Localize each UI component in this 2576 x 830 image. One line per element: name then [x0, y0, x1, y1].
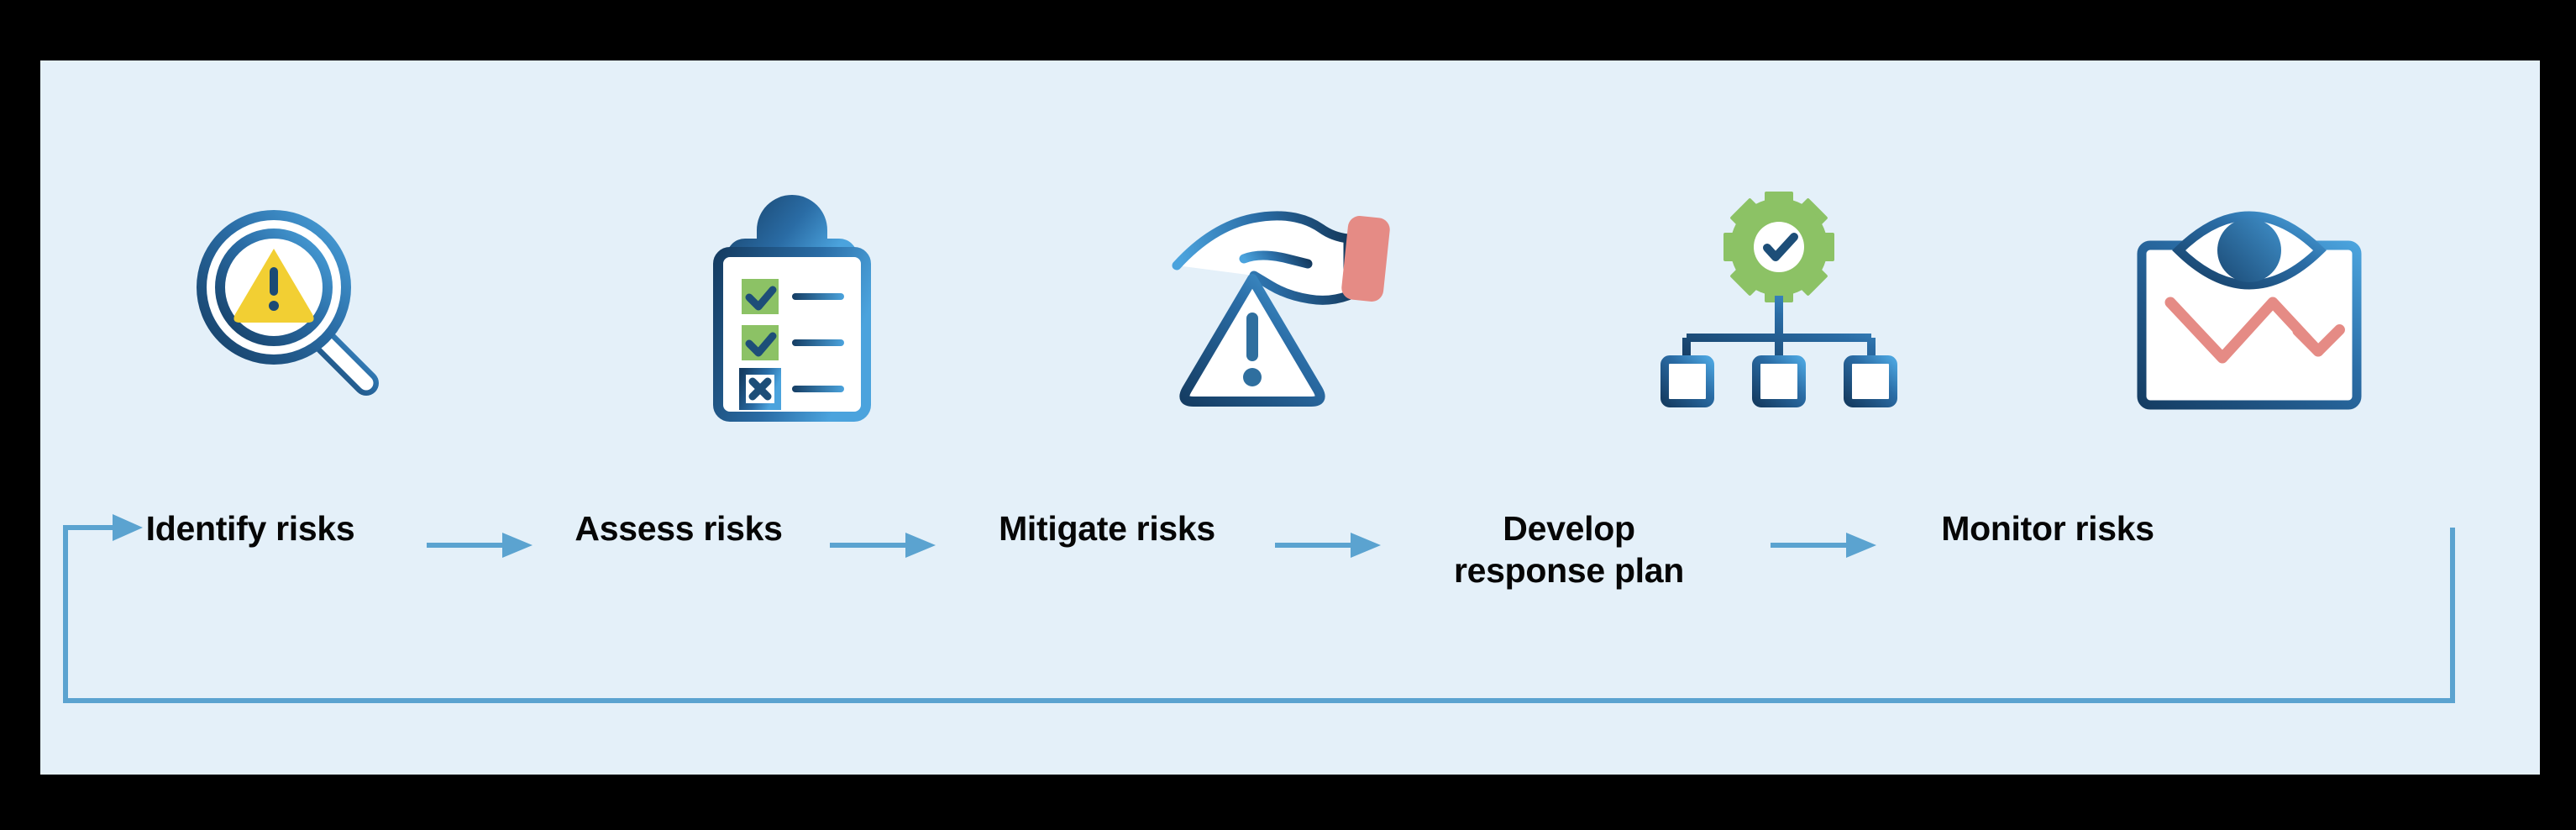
hand-warning-triangle-icon	[1153, 178, 1405, 430]
feedback-loop	[40, 481, 2540, 733]
arrow-assess-to-mitigate	[830, 531, 939, 559]
step-label-identify-risks: Identify risks	[145, 509, 355, 548]
clipboard-checklist-icon	[666, 178, 918, 430]
arrow-identify-to-assess	[427, 531, 536, 559]
magnifier-warning-icon	[166, 178, 418, 430]
gear-hierarchy-icon	[1653, 178, 1905, 430]
step-label-mitigate-risks: Mitigate risks	[999, 509, 1215, 548]
flow-row: Identify risks Assess risks Mitigate ris…	[40, 507, 2540, 608]
arrow-mitigate-to-develop	[1275, 531, 1384, 559]
icon-row	[40, 178, 2540, 430]
diagram-panel: Identify risks Assess risks Mitigate ris…	[40, 60, 2540, 775]
eye-declining-chart-icon	[2123, 178, 2375, 430]
arrow-develop-to-monitor	[1771, 531, 1880, 559]
step-label-monitor-risks: Monitor risks	[1941, 509, 2154, 548]
step-label-assess-risks: Assess risks	[574, 509, 783, 548]
step-label-develop-response-plan: Develop response plan	[1453, 509, 1685, 591]
